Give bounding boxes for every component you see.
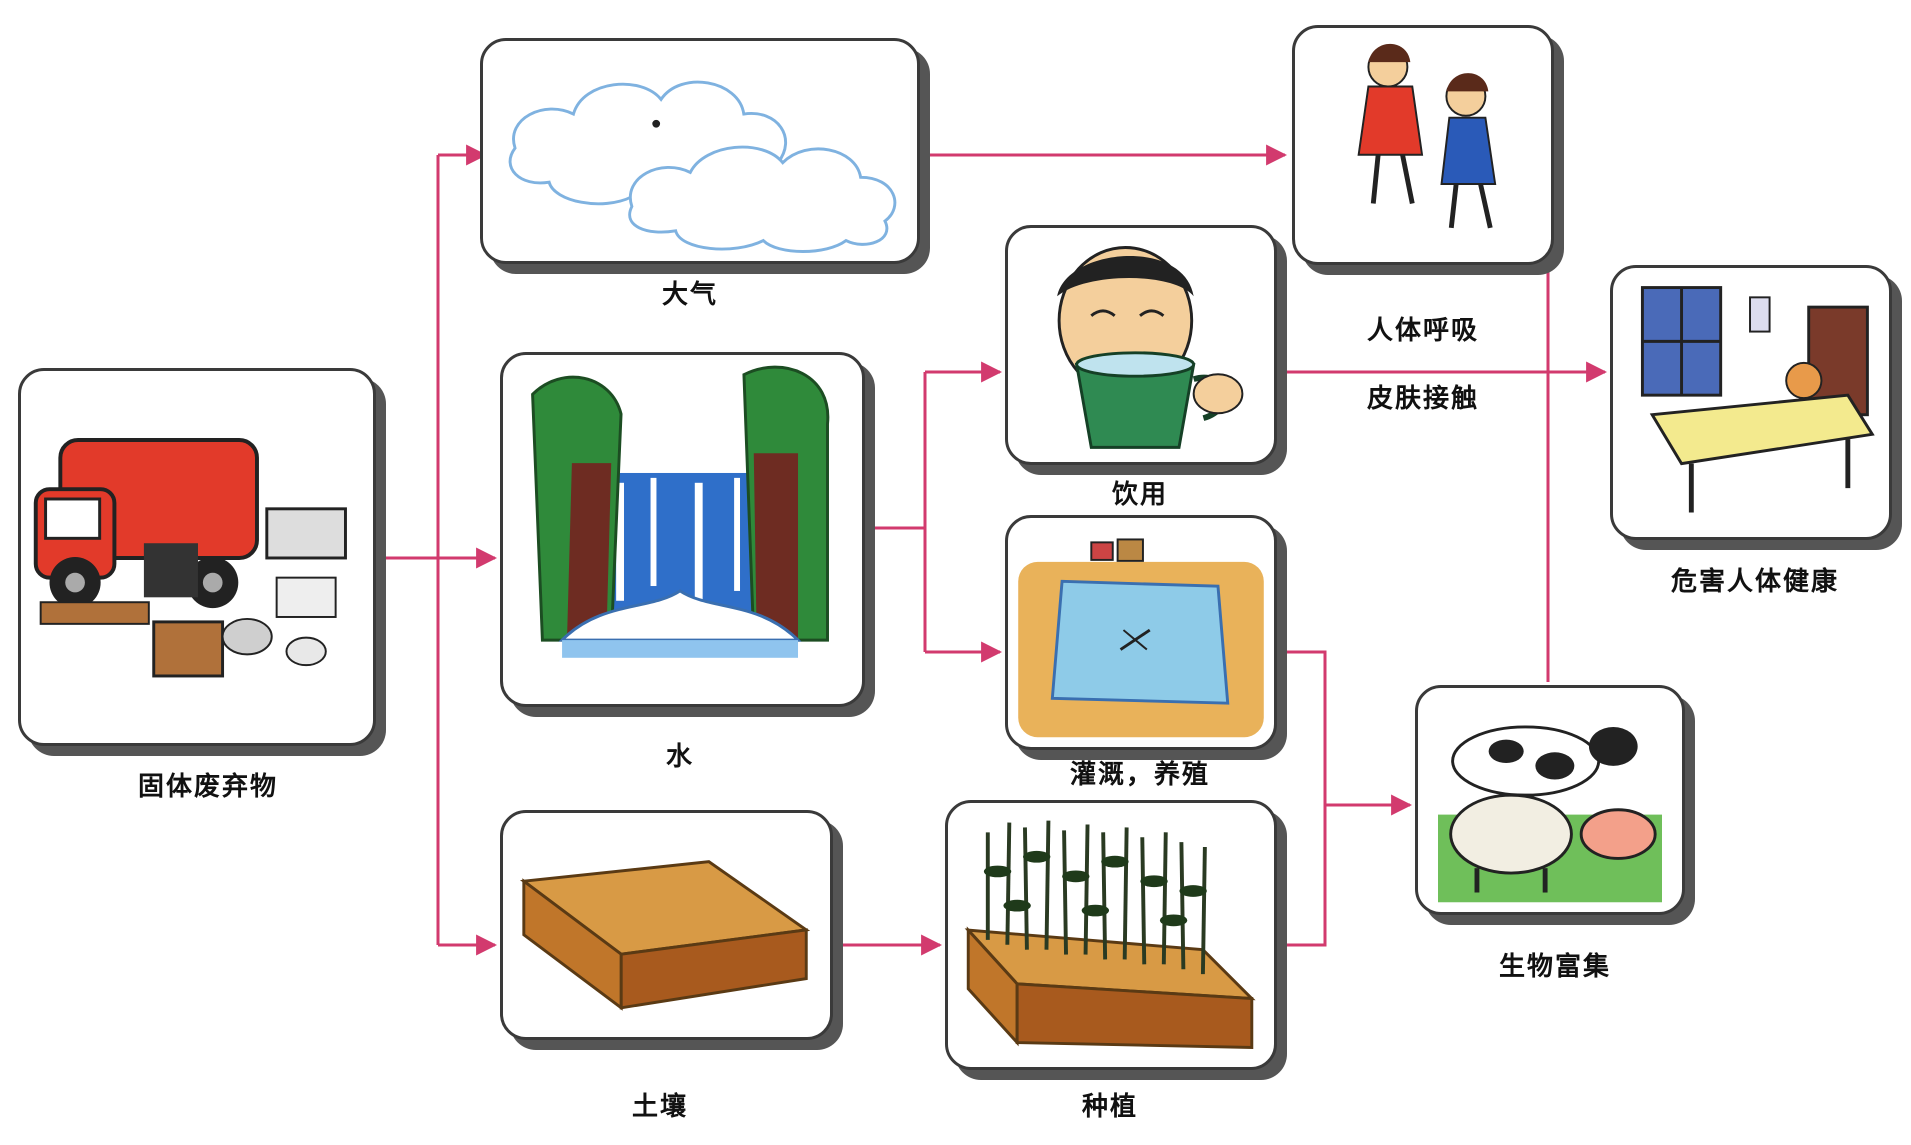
arrow-irrigation-out bbox=[1282, 650, 1327, 947]
label-drinking: 饮用 bbox=[1111, 480, 1168, 510]
node-health-harm bbox=[1610, 265, 1892, 540]
node-bio-accumulation bbox=[1415, 685, 1685, 915]
label-health-harm: 危害人体健康 bbox=[1670, 567, 1839, 597]
label-water: 水 bbox=[665, 742, 694, 772]
cloud-icon bbox=[508, 80, 897, 253]
label-soil: 土壤 bbox=[631, 1092, 688, 1122]
node-planting bbox=[945, 800, 1277, 1070]
label-bio-accumulation: 生物富集 bbox=[1498, 952, 1611, 982]
label-irrigation: 灌溉，养殖 bbox=[1069, 760, 1210, 790]
waterfall-icon bbox=[531, 365, 830, 658]
soil-block-icon bbox=[519, 860, 811, 1011]
node-irrigation bbox=[1005, 515, 1277, 750]
node-breathing bbox=[1292, 25, 1554, 265]
irrigation-field-icon bbox=[1018, 538, 1264, 738]
label-breathing-line1: 人体呼吸 bbox=[1366, 316, 1479, 346]
node-drinking bbox=[1005, 225, 1277, 465]
label-air: 大气 bbox=[661, 280, 718, 310]
node-water bbox=[500, 352, 865, 707]
drinking-person-icon bbox=[1057, 246, 1244, 449]
label-solid-waste: 固体废弃物 bbox=[137, 772, 278, 802]
node-solid-waste bbox=[18, 368, 376, 746]
crops-icon bbox=[964, 820, 1256, 1049]
hospital-bed-icon bbox=[1640, 286, 1875, 513]
label-breathing-line2: 皮肤接触 bbox=[1366, 384, 1479, 414]
garbage-truck-icon bbox=[33, 438, 347, 678]
label-breathing: 人体呼吸 皮肤接触 bbox=[1318, 280, 1528, 450]
livestock-icon bbox=[1438, 725, 1662, 903]
label-planting: 种植 bbox=[1081, 1092, 1138, 1122]
children-icon bbox=[1357, 43, 1497, 229]
node-soil bbox=[500, 810, 833, 1040]
node-air bbox=[480, 38, 920, 264]
